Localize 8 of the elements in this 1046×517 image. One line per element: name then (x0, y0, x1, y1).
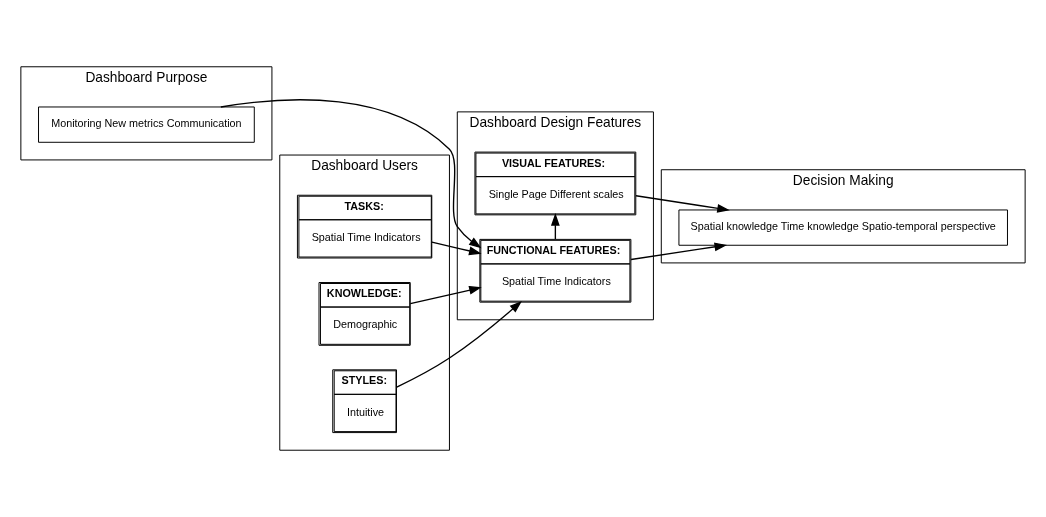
arrow (396, 300, 522, 388)
node-box: Spatial knowledge Time knowledge Spatio-temporal perspective (678, 209, 1008, 246)
arrow (630, 242, 728, 261)
arrow (635, 195, 730, 213)
arrow (431, 241, 482, 256)
arrow (409, 285, 482, 305)
arrow (220, 99, 482, 249)
node-box: Monitoring New metrics Communication (38, 106, 255, 143)
